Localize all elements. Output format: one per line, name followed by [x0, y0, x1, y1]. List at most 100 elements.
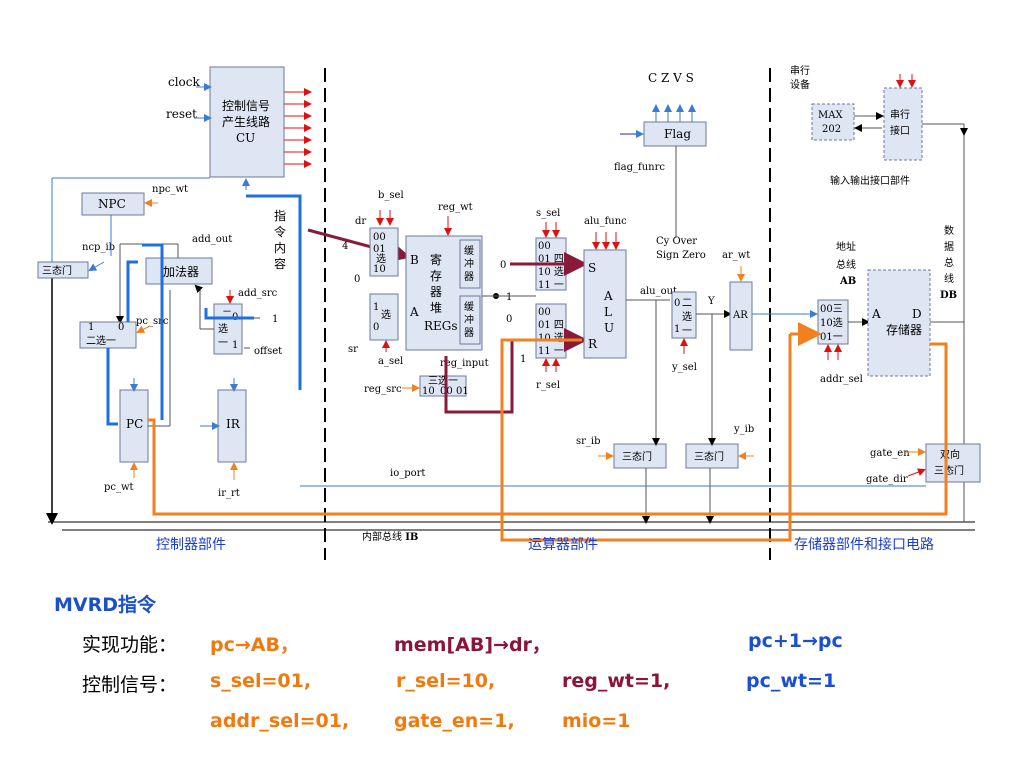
svg-text:选: 选 [381, 308, 391, 321]
svg-text:A: A [871, 307, 881, 321]
svg-text:一: 一 [218, 338, 228, 349]
serial-port: 串行 接口 [883, 87, 923, 161]
svg-text:冲: 冲 [464, 257, 474, 270]
svg-text:s_sel: s_sel [536, 208, 560, 219]
ir-register: IR [217, 389, 247, 463]
mux-add-src: 二 选 一 0 1 [213, 303, 243, 355]
data-bus-label: 数 据 总 线 DB [940, 224, 957, 301]
sig-item-7: mio=1 [562, 710, 631, 732]
svg-text:01 四: 01 四 [538, 320, 564, 331]
svg-text:加法器: 加法器 [163, 265, 199, 279]
svg-text:y_ib: y_ib [733, 424, 754, 435]
svg-text:Sign Zero: Sign Zero [656, 250, 706, 261]
pc-wt-label: pc_wt [104, 482, 134, 493]
svg-text:设备: 设备 [790, 78, 810, 91]
pc-register: PC [119, 389, 149, 463]
svg-text:11 一: 11 一 [538, 280, 564, 291]
reset-label: reset [166, 107, 197, 121]
svg-text:REGs: REGs [424, 319, 458, 333]
svg-text:Flag: Flag [664, 127, 691, 141]
adder: 加法器 [145, 257, 213, 285]
sig-item-1: s_sel=01, [210, 670, 312, 692]
svg-text:b_sel: b_sel [378, 190, 404, 201]
svg-text:gate_en: gate_en [870, 448, 910, 459]
svg-text:reg_wt: reg_wt [438, 202, 473, 213]
svg-text:令: 令 [274, 224, 286, 239]
svg-text:4: 4 [342, 241, 348, 252]
svg-text:reg_input: reg_input [440, 358, 489, 369]
svg-text:addr_sel: addr_sel [820, 374, 863, 385]
sig-item-6: gate_en=1, [394, 710, 515, 732]
svg-text:10 选: 10 选 [538, 265, 564, 278]
func-label: 实现功能： [82, 634, 178, 656]
func-item-2: mem[AB]→dr， [394, 634, 551, 656]
mux-pc: 1 0 二选一 [79, 321, 137, 349]
svg-text:1: 1 [272, 314, 278, 325]
svg-text:00: 00 [538, 241, 551, 252]
svg-text:1: 1 [674, 324, 680, 335]
svg-text:1: 1 [520, 354, 526, 365]
svg-text:0: 0 [373, 322, 379, 333]
svg-text:sr_ib: sr_ib [576, 436, 601, 447]
adder-to-pc-path [142, 243, 164, 420]
ncp-ib-label: ncp_ib [82, 242, 115, 253]
svg-text:IR: IR [226, 417, 241, 431]
add-src-path [204, 308, 254, 320]
svg-text:00三: 00三 [820, 304, 843, 315]
svg-text:0: 0 [500, 260, 506, 271]
svg-text:线: 线 [944, 272, 954, 285]
svg-text:gate_dir: gate_dir [866, 474, 908, 485]
svg-text:三态门: 三态门 [694, 450, 724, 463]
svg-text:数: 数 [944, 224, 954, 237]
mux-a-sel: 1 选 0 [369, 293, 399, 341]
svg-text:alu_func: alu_func [584, 216, 627, 227]
svg-text:存储器: 存储器 [886, 322, 922, 337]
npc-mux-path [126, 260, 138, 322]
alu: S A L U R [583, 249, 627, 359]
svg-text:据: 据 [944, 240, 954, 253]
svg-text:10 选: 10 选 [538, 331, 564, 344]
func-item-1: pc→AB， [210, 634, 299, 656]
ir-rt-label: ir_rt [218, 488, 240, 499]
tri-state-mid-2: 三态门 [685, 443, 739, 469]
svg-text:S: S [588, 261, 596, 275]
svg-text:1: 1 [506, 292, 512, 303]
io-part-label: 输入输出接口部件 [830, 174, 910, 187]
register-file: B A 寄 存 器 堆 REGs 缓 冲 器 缓 冲 器 [405, 235, 483, 351]
ar-register: AR [729, 281, 753, 351]
svg-text:10: 10 [373, 264, 386, 275]
svg-text:0: 0 [118, 322, 124, 333]
control-unit: 控制信号 产生线路 CU [209, 66, 285, 178]
svg-text:缓: 缓 [464, 300, 474, 313]
npc-register: NPC [81, 192, 145, 216]
svg-text:U: U [604, 321, 614, 335]
svg-text:a_sel: a_sel [378, 356, 403, 367]
svg-text:冲: 冲 [464, 313, 474, 326]
svg-text:选: 选 [218, 322, 228, 335]
svg-text:器: 器 [464, 271, 474, 283]
mux-reg-src: 三选一 10 00 01 [419, 374, 469, 397]
svg-text:1: 1 [88, 322, 94, 333]
tri-state-left: 三态门 [37, 261, 89, 279]
tri-state-mid-1: 三态门 [613, 443, 667, 469]
svg-text:指: 指 [274, 208, 286, 223]
clock-label: clock [168, 75, 201, 89]
sig-item-4: pc_wt=1 [746, 670, 837, 692]
add-out-label: add_out [192, 234, 232, 245]
mux-r-sel: 00 01 四 10 选 11 一 [535, 303, 567, 359]
svg-text:PC: PC [126, 417, 143, 431]
npc-wt-label: npc_wt [152, 184, 188, 195]
svg-text:0: 0 [674, 298, 680, 309]
svg-text:地址: 地址 [836, 240, 856, 253]
internal-bus-label: 内部总线 IB [362, 530, 418, 543]
svg-text:flag_funrc: flag_funrc [614, 162, 665, 173]
svg-text:0: 0 [506, 314, 512, 325]
max202-chip: MAX 202 [811, 103, 855, 141]
svg-text:串行: 串行 [790, 64, 810, 77]
memory: A D 存储器 [867, 269, 931, 377]
sig-item-3: reg_wt=1, [562, 670, 671, 692]
mux-addr-sel: 00三 10选 01一 [817, 299, 849, 345]
svg-text:总线: 总线 [836, 258, 856, 271]
svg-text:D: D [912, 307, 922, 321]
svg-text:sr: sr [348, 344, 358, 355]
